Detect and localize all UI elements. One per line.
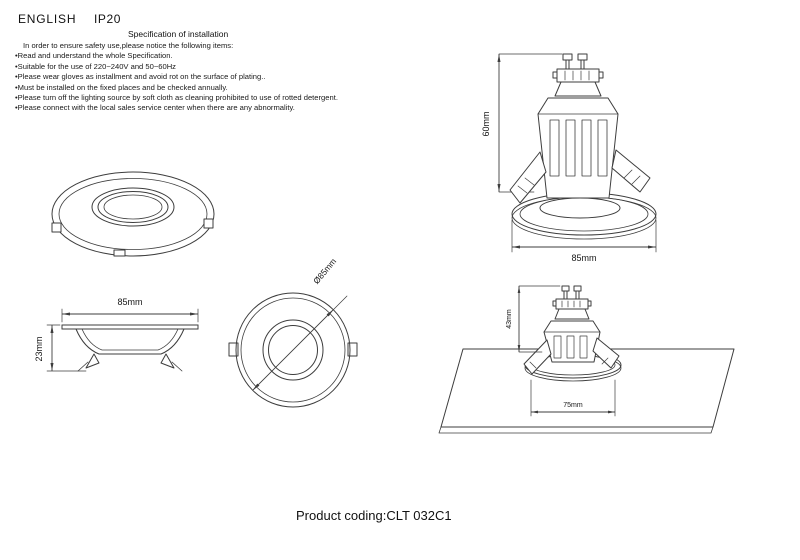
trim-bottom-clip-icon: [113, 249, 126, 257]
instruction-item: •Please wear gloves as installment and a…: [15, 72, 266, 82]
dim-label-recess-depth: 43mm: [506, 309, 513, 329]
trim-top-view-drawing: [51, 171, 215, 257]
dim-label-trim-width: 85mm: [117, 297, 142, 307]
spring-foot-right-icon: [160, 353, 175, 369]
spring-clip-left-icon: [523, 339, 552, 375]
gu10-pin-left-icon: [565, 59, 570, 70]
product-coding: Product coding:CLT 032C1: [296, 508, 452, 523]
trim-side-tab-left-icon: [228, 342, 239, 357]
trim-side-view-drawing: 85mm 23mm: [34, 297, 199, 372]
trim-front-view-drawing: Ø85mm: [228, 256, 358, 408]
gu10-pin-left-icon: [563, 290, 568, 300]
safety-instructions: In order to ensure safety use,please not…: [15, 41, 338, 114]
dim-label-trim-height: 23mm: [34, 336, 44, 361]
spring-foot-left-icon: [85, 353, 100, 369]
gu10-lamp: [552, 53, 604, 97]
fixture-drawing: 60mm: [481, 53, 657, 263]
gu10-pin-left-icon: [561, 285, 570, 292]
dim-fixture-width: 85mm: [511, 219, 657, 263]
dim-label-fixture-height: 60mm: [481, 111, 491, 136]
instruction-item: •Suitable for the use of 220~240V and 50…: [15, 61, 176, 71]
dim-label-cutout-width: 75mm: [563, 402, 583, 409]
spring-clip-left-icon: [509, 151, 547, 204]
dim-label-trim-diameter: Ø85mm: [311, 256, 338, 286]
spring-clips: [509, 149, 651, 204]
dim-trim-diameter: Ø85mm: [252, 256, 348, 391]
dim-trim-width: 85mm: [61, 297, 199, 323]
trim-ring: [511, 192, 657, 240]
trim-side-tab-left-icon: [51, 222, 62, 233]
dim-recess-depth: 43mm: [506, 285, 561, 353]
instruction-item: •Please connect with the local sales ser…: [15, 103, 295, 113]
gu10-pin-right-icon: [577, 53, 588, 61]
gu10-pin-left-icon: [562, 53, 573, 61]
language-label: ENGLISH: [18, 12, 77, 26]
gu10-pin-right-icon: [575, 290, 580, 300]
trim-top-view: [51, 171, 215, 257]
dim-label-fixture-width: 85mm: [571, 253, 596, 263]
ceiling-panel: [438, 348, 735, 434]
instructions-intro: In order to ensure safety use,please not…: [23, 41, 234, 50]
ip-rating-label: IP20: [94, 12, 122, 26]
installed-fixture: [523, 285, 622, 382]
dim-trim-height: 23mm: [34, 324, 87, 372]
spring-clip-right-icon: [592, 337, 620, 369]
installation-drawing: 43mm 75mm: [438, 285, 735, 434]
instruction-item: •Please turn off the lighting source by …: [15, 93, 338, 103]
dim-cutout-width: 75mm: [530, 379, 616, 417]
trim-side-tab-right-icon: [347, 342, 358, 357]
gu10-pin-right-icon: [573, 285, 582, 292]
trim-side-tab-right-icon: [203, 218, 214, 229]
trim-profile: [61, 324, 199, 372]
instruction-item: •Must be installed on the fixed places a…: [15, 82, 228, 92]
fixture-body: [537, 97, 619, 199]
spec-title: Specification of installation: [128, 29, 229, 39]
gu10-pin-right-icon: [580, 59, 585, 70]
instruction-item: •Read and understand the whole Specifica…: [15, 51, 173, 61]
